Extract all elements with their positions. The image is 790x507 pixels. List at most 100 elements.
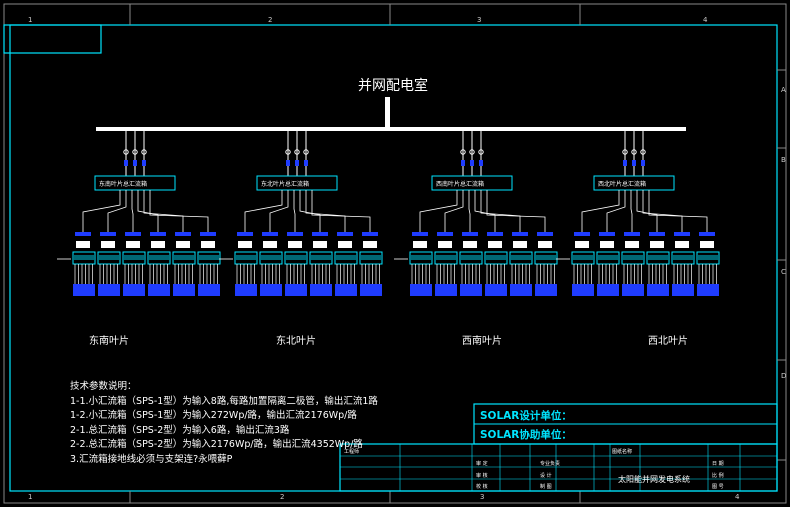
sub-combiner-fill [436,255,456,260]
design-unit-label: SOLAR设计单位： [480,410,572,422]
note-line: 2-2.总汇流箱（SPS-2型）为输入2176Wp/路，输出汇流4352Wp/路 [70,439,363,450]
ruler-right-c: C [781,268,786,276]
sub-combiner [72,251,96,265]
sub-combiner-fill [124,255,144,260]
combiner-box-label: 东北叶片总汇流箱 [261,181,310,188]
title-table [339,443,778,492]
breaker-symbol [123,149,129,155]
fuse-symbol [632,160,636,166]
pv-array-block [672,284,694,296]
pv-array-block [235,284,257,296]
note-line: 1-1.小汇流箱（SPS-1型）为输入8路,每路加置隔离二极管，输出汇流1路 [70,395,378,407]
sub-combiner [197,251,221,265]
sub-box-label [463,241,477,248]
sub-combiner-fill [673,255,693,260]
sub-combiner [359,251,383,265]
sub-box-label [263,241,277,248]
breaker-symbol [469,149,475,155]
sub-combiner-fill [311,255,331,260]
sub-box-label [76,241,90,248]
pv-array-block [310,284,332,296]
sub-combiner [534,251,558,265]
tb-review: 审 定 [476,461,488,467]
sub-combiner [646,251,670,265]
breaker-symbol [303,149,309,155]
fan-line [269,190,289,235]
fan-line [299,190,321,235]
fuse-symbol [142,160,146,166]
sub-combiner-fill [573,255,593,260]
sub-box-marker [237,232,253,236]
assist-unit-label: SOLAR协助单位： [480,429,572,441]
fan-line [305,190,346,235]
ruler-right-d: D [781,372,787,380]
sub-box-label [101,241,115,248]
fuse-symbol [286,160,290,166]
pv-array-block [535,284,557,296]
sub-box-label [313,241,327,248]
sub-box-label [126,241,140,248]
sub-box-label [650,241,664,248]
tb-design: 设 计 [540,473,552,479]
breaker-symbol [294,149,300,155]
fan-line [642,190,683,235]
ruler-bottom-1: 1 [28,493,33,501]
group-name-ne: 东北叶片 [276,336,316,347]
sub-box-label [488,241,502,248]
sub-box-marker [150,232,166,236]
sub-combiner [484,251,508,265]
sub-box-marker [462,232,478,236]
sub-box-marker [75,232,91,236]
sub-combiner-fill [149,255,169,260]
sub-box-marker [674,232,690,236]
fuse-symbol [124,160,128,166]
sub-combiner-fill [411,255,431,260]
combiner-box-label: 西北叶片总汇流箱 [598,181,647,188]
sub-box-marker [699,232,715,236]
sub-box-marker [412,232,428,236]
fan-line [149,190,209,235]
sub-combiner [596,251,620,265]
sub-box-label [363,241,377,248]
breaker-symbol [631,149,637,155]
pv-array-block [572,284,594,296]
note-line: 3.汇流箱接地线必须与支架连?永喂藓P [70,453,233,465]
pv-array-block [335,284,357,296]
ruler-bottom-3: 3 [480,493,485,501]
ruler-top-1: 1 [28,16,33,24]
fuse-symbol [295,160,299,166]
fan-line [444,190,464,235]
sub-combiner [434,251,458,265]
fan-line [636,190,658,235]
corner-box [3,24,102,54]
sub-combiner [459,251,483,265]
combiner-box [593,175,675,191]
pv-array-block [622,284,644,296]
sub-combiner-fill [623,255,643,260]
fuse-symbol [304,160,308,166]
pv-array-block [460,284,482,296]
sub-combiner-fill [598,255,618,260]
sub-combiner-fill [511,255,531,260]
group-name-sw: 西南叶片 [462,336,502,347]
sub-combiner-fill [99,255,119,260]
fan-line [107,190,127,235]
sub-combiner [122,251,146,265]
pv-array-block [410,284,432,296]
sub-box-label [151,241,165,248]
tb-date: 日 期 [712,461,724,467]
outer-frame [3,3,787,504]
sub-combiner [259,251,283,265]
fan-line [419,190,458,235]
sub-box-label [438,241,452,248]
project-name: 太阳能并网发电系统 [618,475,690,484]
sub-combiner [234,251,258,265]
sub-box-marker [649,232,665,236]
sub-combiner [172,251,196,265]
notes-heading: 技术参数说明： [70,381,137,392]
breaker-symbol [141,149,147,155]
tb-drawing-no: 图 号 [712,484,724,490]
fan-line [143,190,184,235]
sub-box-label [513,241,527,248]
